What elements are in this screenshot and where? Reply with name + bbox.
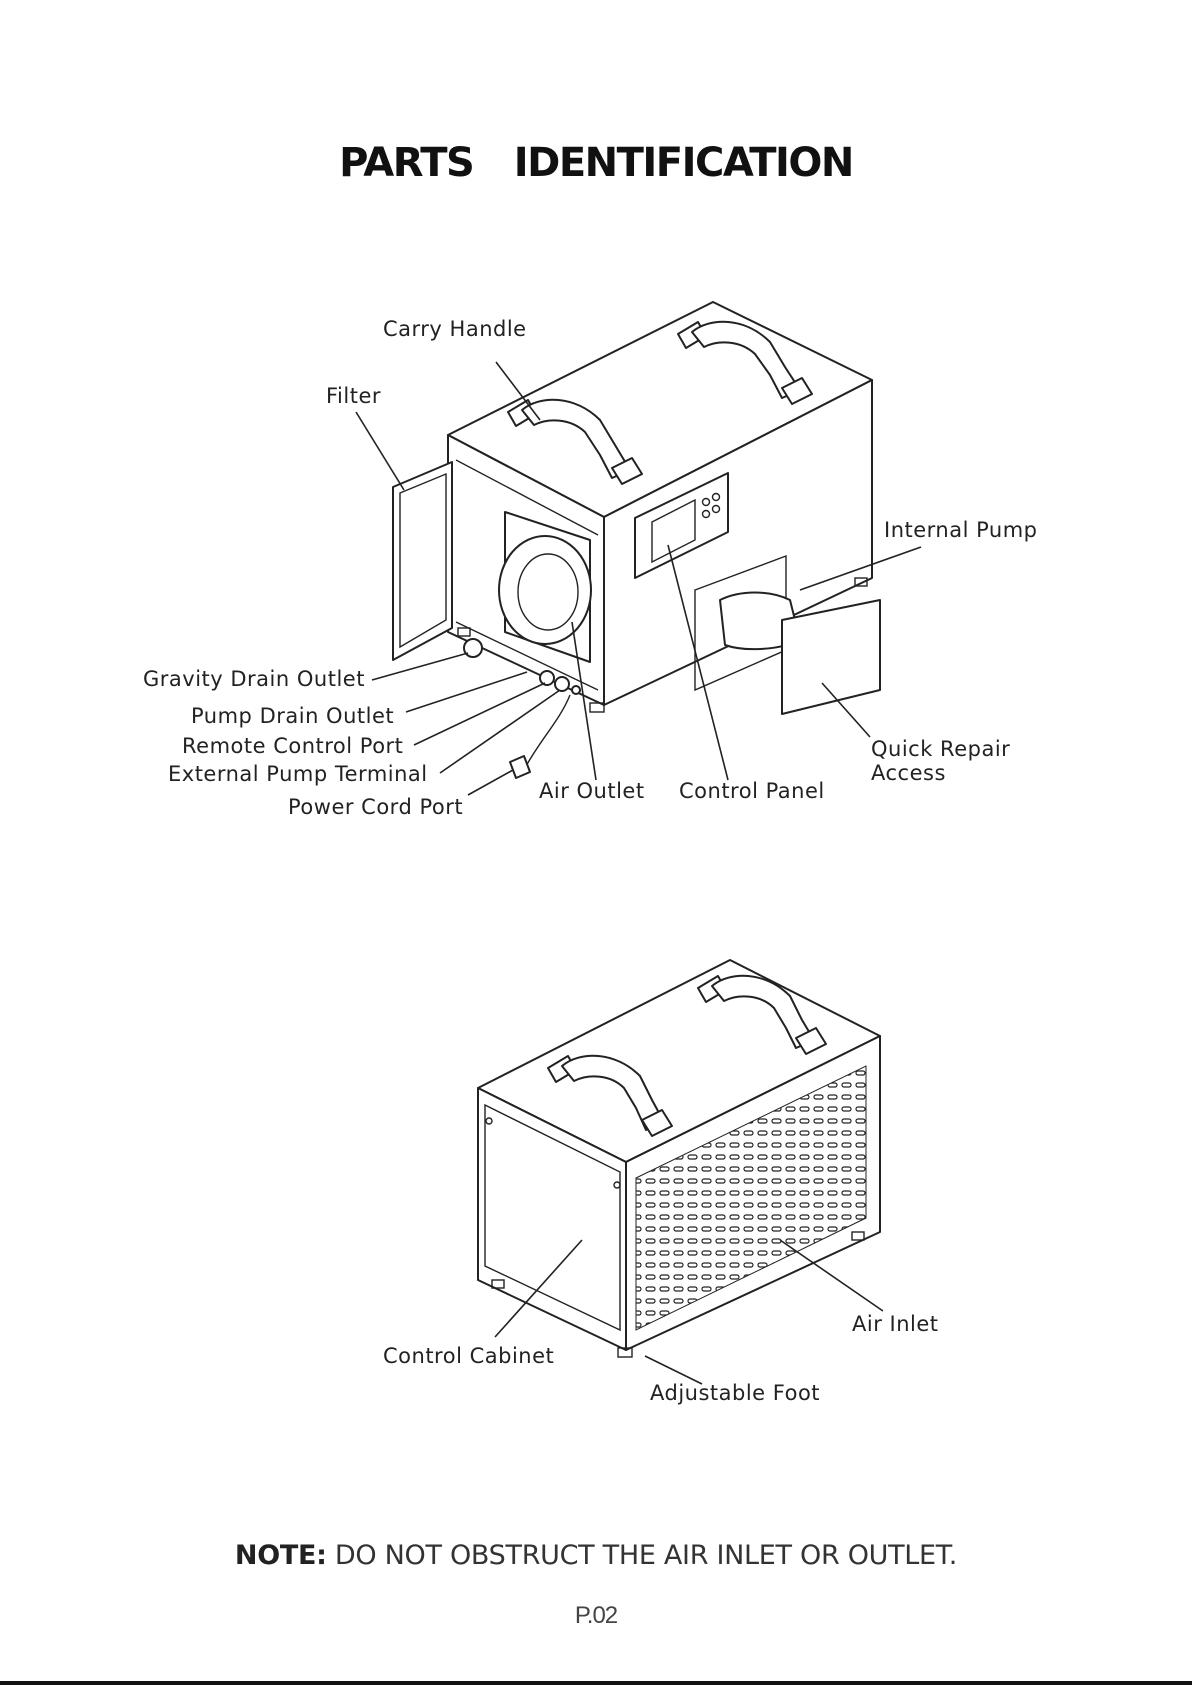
label-filter: Filter bbox=[326, 384, 381, 408]
note-prefix: NOTE: bbox=[235, 1540, 327, 1571]
dehumidifier-front-view bbox=[393, 302, 880, 778]
note-text: DO NOT OBSTRUCT THE AIR INLET OR OUTLET. bbox=[335, 1540, 957, 1571]
page-number: P.02 bbox=[0, 1602, 1192, 1630]
label-external-pump-terminal: External Pump Terminal bbox=[168, 762, 428, 786]
label-air-inlet: Air Inlet bbox=[852, 1312, 939, 1336]
dehumidifier-rear-view bbox=[478, 960, 880, 1357]
bottom-rule bbox=[0, 1681, 1192, 1685]
label-quick-repair-line2: Access bbox=[871, 761, 946, 785]
label-pump-drain-outlet: Pump Drain Outlet bbox=[191, 704, 394, 728]
label-remote-control-port: Remote Control Port bbox=[182, 734, 403, 758]
label-power-cord-port: Power Cord Port bbox=[288, 795, 463, 819]
label-air-outlet: Air Outlet bbox=[539, 779, 645, 803]
label-control-cabinet: Control Cabinet bbox=[383, 1344, 554, 1368]
label-gravity-drain-outlet: Gravity Drain Outlet bbox=[143, 667, 365, 691]
label-adjustable-foot: Adjustable Foot bbox=[650, 1381, 820, 1405]
label-internal-pump: Internal Pump bbox=[884, 518, 1038, 542]
label-quick-repair-line1: Quick Repair bbox=[871, 737, 1010, 761]
warning-note: NOTE: DO NOT OBSTRUCT THE AIR INLET OR O… bbox=[0, 1540, 1192, 1571]
label-carry-handle: Carry Handle bbox=[383, 317, 527, 341]
label-control-panel: Control Panel bbox=[679, 779, 825, 803]
